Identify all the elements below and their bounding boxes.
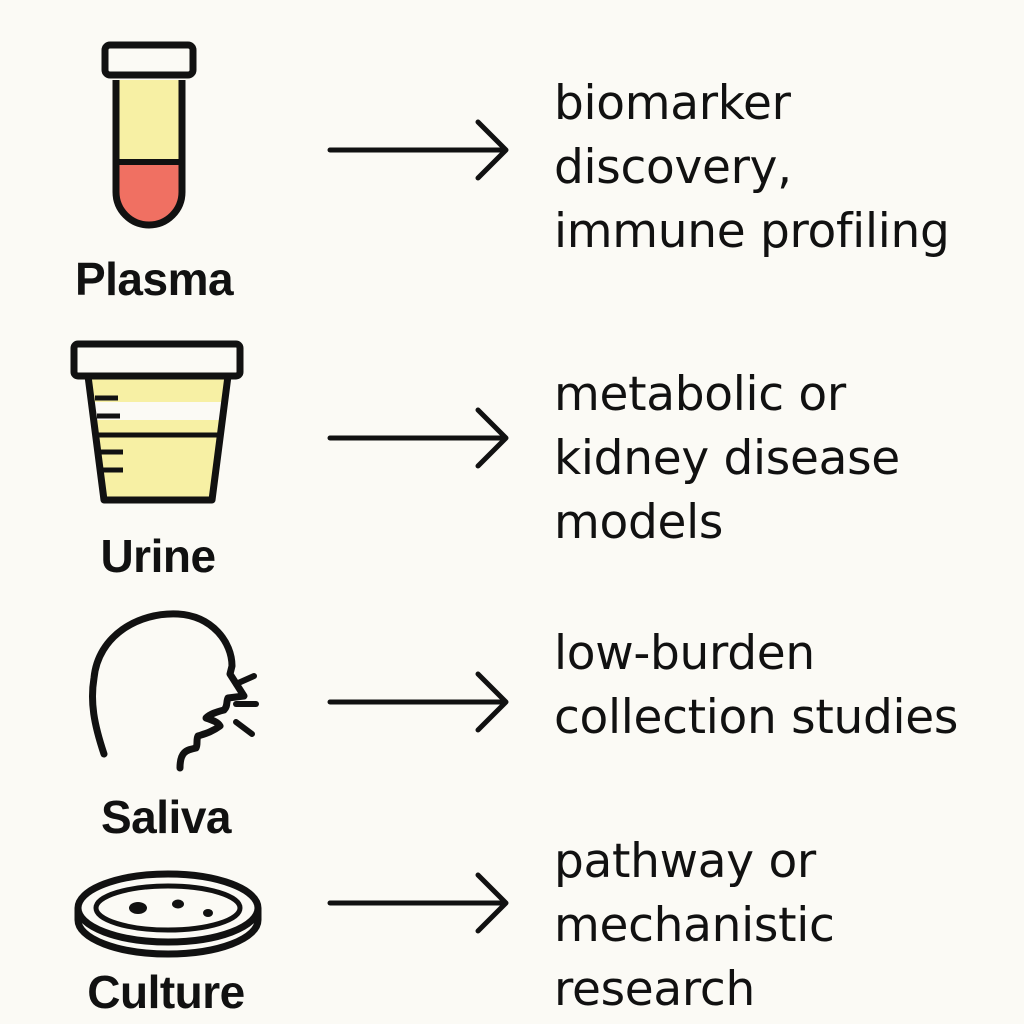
sample-label-saliva: Saliva (101, 791, 232, 843)
test-tube-icon (100, 40, 200, 236)
sample-label-urine: Urine (100, 530, 216, 582)
use-case-culture: pathway or mechanistic research (554, 830, 835, 1022)
arrow-icon (327, 407, 509, 469)
sample-label-culture: Culture (87, 966, 245, 1018)
use-line: low-burden (554, 626, 815, 681)
use-line: discovery, (554, 140, 792, 195)
arrow-icon (327, 119, 509, 181)
use-line: research (554, 962, 755, 1017)
arrow-icon (327, 872, 509, 934)
urine-cup-icon (68, 340, 248, 512)
head-profile-icon (86, 606, 266, 776)
petri-dish-icon (70, 864, 266, 960)
use-line: metabolic or (554, 367, 846, 422)
use-case-plasma: biomarker discovery, immune profiling (554, 72, 950, 264)
use-line: kidney disease (554, 431, 900, 486)
use-case-urine: metabolic or kidney disease models (554, 363, 900, 555)
use-line: collection studies (554, 690, 959, 745)
use-line: pathway or (554, 834, 816, 889)
sample-label-plasma: Plasma (74, 253, 234, 305)
use-line: models (554, 495, 724, 550)
arrow-icon (327, 671, 509, 733)
use-line: immune profiling (554, 204, 950, 259)
use-case-saliva: low-burden collection studies (554, 622, 958, 750)
use-line: biomarker (554, 76, 791, 131)
use-line: mechanistic (554, 898, 835, 953)
